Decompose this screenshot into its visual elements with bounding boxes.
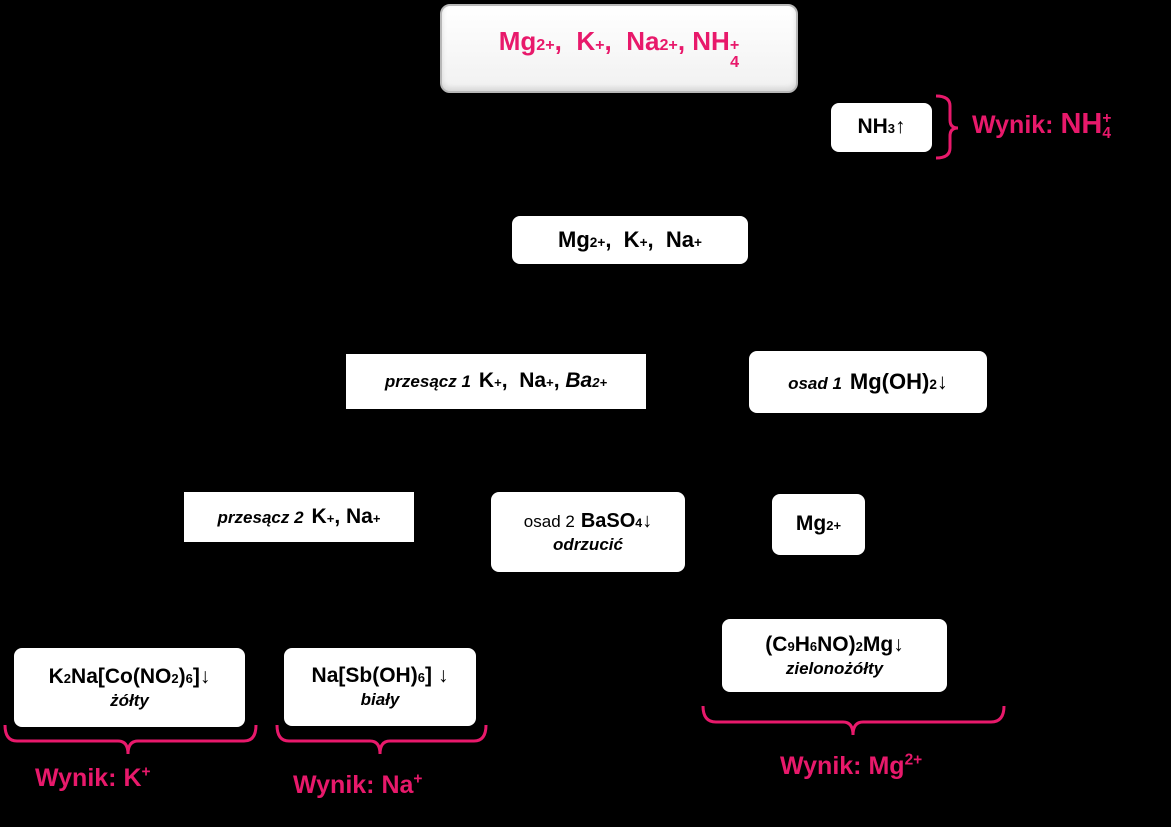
precipitate-color-label: biały — [360, 690, 400, 710]
charge: 2+ — [904, 751, 923, 769]
discard-note: odrzucić — [553, 534, 623, 554]
charge: + — [729, 36, 740, 55]
ion-k: K — [623, 227, 640, 253]
bracket-na — [275, 724, 488, 755]
nh4-indices: +4 — [730, 37, 739, 69]
result-mg: Wynik: Mg2+ — [780, 752, 922, 781]
precipitate-arrow-icon: ↓ — [936, 369, 948, 395]
precipitate-arrow-icon: ↓ — [893, 632, 904, 656]
precipitate-1-label: osad 1 — [788, 374, 842, 394]
result-label: Wynik: — [293, 771, 375, 799]
formula-part: Na[Sb(OH) — [311, 664, 418, 688]
separator: , — [604, 26, 627, 57]
separator: , — [647, 227, 666, 253]
ion-na: Na — [626, 26, 660, 57]
ion-k: K — [311, 504, 327, 528]
separator: , — [501, 369, 520, 393]
ion-ba: Ba — [565, 369, 593, 393]
ion-mg: Mg — [558, 227, 590, 253]
result-label: Wynik: — [780, 752, 862, 780]
result-k: Wynik: K+ — [35, 764, 151, 793]
precipitate-arrow-icon: ↓ — [437, 664, 449, 688]
gas-arrow-icon: ↑ — [895, 115, 906, 139]
precipitate-1-box: osad 1 Mg(OH)2↓ — [749, 351, 987, 413]
formula-part: H — [794, 632, 810, 656]
formula-part: ] — [192, 664, 200, 688]
ion-na: Na — [665, 227, 694, 253]
separator: , — [605, 227, 624, 253]
separator: , — [553, 369, 566, 393]
bracket-k — [3, 724, 258, 755]
ion-k: K — [478, 369, 495, 393]
ion-k: K — [576, 26, 596, 57]
result-ion: NH — [1060, 108, 1103, 140]
charge: + — [141, 763, 151, 781]
ion-mg: Mg — [795, 512, 827, 536]
formula: BaSO — [580, 509, 636, 532]
result-label: Wynik: — [35, 764, 117, 792]
nh4-result-indices: +4 — [1102, 111, 1111, 142]
precipitate-color-label: zielonożółty — [785, 658, 884, 678]
filtrate-2-label: przesącz 2 — [217, 507, 304, 527]
sodium-precipitate-box: Na[Sb(OH)6]↓ biały — [284, 648, 476, 726]
result-ion: K — [123, 764, 142, 792]
separator: , — [334, 504, 346, 528]
charge: + — [413, 770, 423, 788]
formula-part: ) — [178, 664, 186, 688]
filtrate-2-content: przesącz 2 K+, Na+ — [217, 504, 381, 528]
ion-mg: Mg — [498, 26, 537, 57]
result-label: Wynik: — [972, 111, 1054, 139]
result-na: Wynik: Na+ — [293, 771, 422, 800]
precipitate-arrow-icon: ↓ — [199, 664, 211, 688]
precipitate-1-content: osad 1 Mg(OH)2↓ — [788, 369, 948, 395]
formula-part: Mg — [862, 632, 894, 656]
formula-part: K — [48, 664, 64, 688]
formula-part: Na[Co(NO — [71, 664, 172, 688]
sodium-precipitate-formula: Na[Sb(OH)6]↓ — [311, 664, 449, 688]
ion-nh4: NH — [692, 26, 730, 57]
filtrate-1-label: przesącz 1 — [384, 372, 471, 392]
filtrate-2-box: przesącz 2 K+, Na+ — [184, 492, 414, 542]
result-nh4: Wynik: NH+4 — [972, 108, 1111, 142]
subscript: 4 — [1102, 125, 1111, 143]
formula-part: (C — [765, 632, 788, 656]
precipitate-2-label: osad 2 — [523, 511, 575, 531]
formula: Mg(OH) — [849, 369, 930, 395]
charge: + — [1102, 109, 1112, 127]
formula-part: NO) — [817, 632, 856, 656]
precipitate-arrow-icon: ↓ — [642, 509, 653, 532]
formula-part: ] — [424, 664, 432, 688]
ion-na: Na — [519, 369, 547, 393]
ion-na: Na — [345, 504, 373, 528]
result-ion: Na — [381, 771, 414, 799]
bracket-mg — [701, 705, 1006, 736]
precipitate-color-label: żółty — [110, 690, 149, 710]
separator: , — [677, 26, 693, 57]
separator: , — [554, 26, 577, 57]
formula: NH — [857, 115, 888, 139]
result-ion: Mg — [868, 752, 905, 780]
bracket-nh4 — [935, 94, 959, 160]
subscript: 4 — [730, 52, 740, 71]
